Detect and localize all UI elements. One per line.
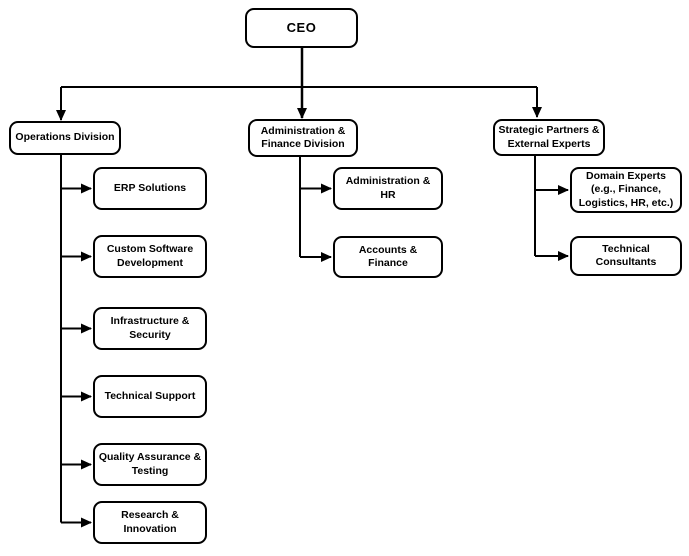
node-infrastructure-security: Infrastructure & Security	[93, 307, 207, 350]
node-strategic-partners-external-experts: Strategic Partners & External Experts	[493, 119, 605, 156]
node-quality-assurance-testing: Quality Assurance & Testing	[93, 443, 207, 486]
node-erp-solutions: ERP Solutions	[93, 167, 207, 210]
node-technical-consultants: Technical Consultants	[570, 236, 682, 276]
node-technical-support: Technical Support	[93, 375, 207, 418]
node-research-innovation: Research & Innovation	[93, 501, 207, 544]
node-ceo: CEO	[245, 8, 358, 48]
node-administration-finance-division: Administration & Finance Division	[248, 119, 358, 157]
node-custom-software-development: Custom Software Development	[93, 235, 207, 278]
node-administration-hr: Administration & HR	[333, 167, 443, 210]
node-accounts-finance: Accounts & Finance	[333, 236, 443, 278]
node-operations-division: Operations Division	[9, 121, 121, 155]
node-domain-experts: Domain Experts (e.g., Finance, Logistics…	[570, 167, 682, 213]
